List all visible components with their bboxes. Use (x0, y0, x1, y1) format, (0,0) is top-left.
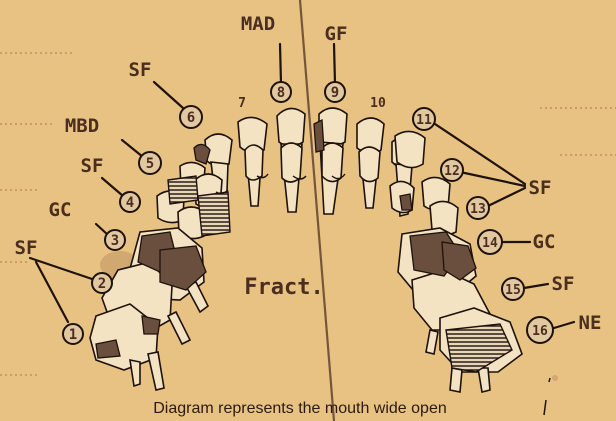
code-label-4: SF (81, 155, 104, 177)
code-label-8: MAD (241, 13, 275, 35)
tooth-crown (359, 147, 380, 182)
tooth-number-10: 10 (370, 96, 386, 111)
callout-circle-1: 1 (63, 324, 83, 344)
root (450, 368, 462, 392)
callout-number-16: 16 (532, 324, 548, 339)
callout-number-11: 11 (416, 113, 432, 128)
callout-circle-6: 6 (180, 106, 202, 128)
tooth-crown (245, 145, 263, 180)
callout-circle-3: 3 (105, 230, 125, 250)
tooth-crown (395, 131, 425, 167)
code-label-2: SF (15, 237, 38, 259)
tooth-crown (281, 143, 302, 182)
callout-circle-15: 15 (502, 278, 524, 300)
callout-number-1: 1 (69, 327, 77, 343)
callout-circle-9: 9 (325, 82, 345, 102)
callout-circle-14: 14 (478, 230, 502, 254)
callout-number-12: 12 (444, 164, 460, 179)
callout-circle-8: 8 (271, 82, 291, 102)
caption: Diagram represents the mouth wide open (153, 400, 447, 417)
callout-number-4: 4 (126, 195, 134, 211)
code-label-9: GF (325, 23, 348, 45)
pencil-mark (549, 378, 550, 382)
callout-number-14: 14 (482, 236, 498, 251)
callout-number-9: 9 (331, 85, 339, 101)
tooth-8 (277, 108, 305, 146)
callout-circle-13: 13 (467, 197, 489, 219)
callout-circle-2: 2 (92, 273, 112, 293)
callout-circle-11: 11 (413, 108, 435, 130)
code-label-16: NE (579, 312, 602, 334)
code-label-3: GC (49, 199, 72, 221)
callout-number-15: 15 (505, 283, 521, 298)
callout-circle-5: 5 (139, 152, 161, 174)
code-label-5: MBD (65, 115, 99, 137)
callout-circle-16: 16 (527, 317, 553, 343)
code-label-11-12-13: SF (529, 177, 552, 199)
code-label-14: GC (533, 231, 556, 253)
callout-number-8: 8 (277, 85, 285, 101)
code-label-6: SF (129, 59, 152, 81)
callout-number-6: 6 (187, 110, 195, 126)
callout-number-2: 2 (98, 276, 106, 292)
code-label-15: SF (552, 273, 575, 295)
callout-number-13: 13 (470, 202, 486, 217)
callout-number-5: 5 (146, 156, 154, 172)
callout-circle-12: 12 (441, 159, 463, 181)
callout-number-3: 3 (111, 233, 119, 249)
tooth-number-7: 7 (238, 96, 246, 111)
callout-circle-4: 4 (120, 192, 140, 212)
fracture-label: Fract. (244, 275, 323, 300)
